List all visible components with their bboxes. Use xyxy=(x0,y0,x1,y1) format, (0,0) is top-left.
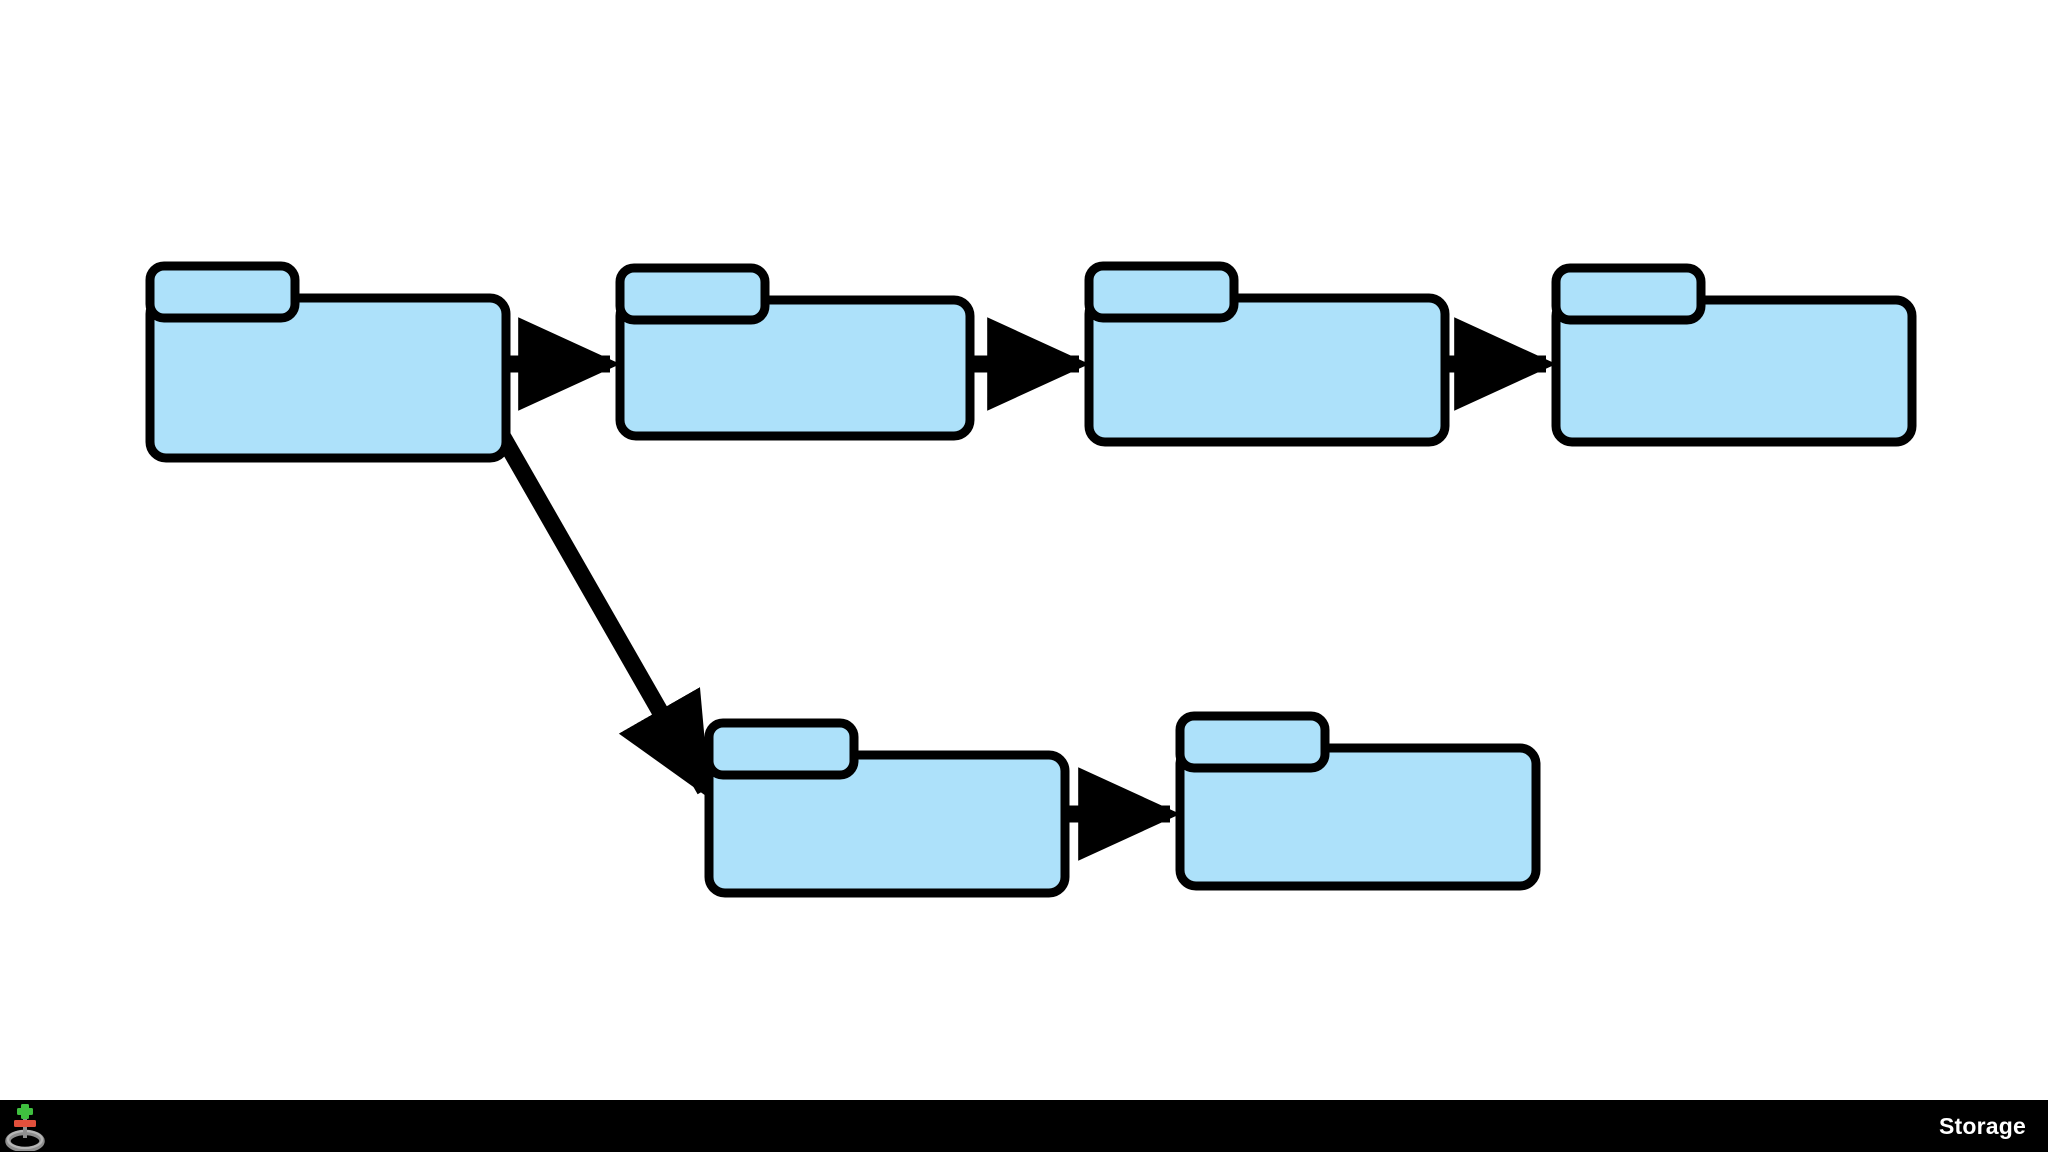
edge-line xyxy=(492,427,713,799)
folder-tab xyxy=(1175,711,1330,773)
diagram-canvas[interactable] xyxy=(0,0,2048,1100)
joystick-stick xyxy=(23,1118,27,1138)
folder-node-3[interactable] xyxy=(1084,261,1450,447)
folder-tab xyxy=(1551,263,1706,325)
taskbar-left-section xyxy=(4,1100,52,1152)
folder-node-1[interactable] xyxy=(145,261,511,463)
folder-body xyxy=(145,293,511,463)
joystick-icon[interactable] xyxy=(4,1101,52,1151)
folder-tab xyxy=(1084,261,1239,323)
edge-layer xyxy=(492,317,1557,861)
folder-tab xyxy=(145,261,300,323)
storage-tray-label[interactable]: Storage xyxy=(1938,1113,2026,1139)
edge-n1-n5[interactable] xyxy=(492,427,713,799)
folder-body xyxy=(1175,743,1541,891)
folder-body xyxy=(1084,293,1450,447)
folder-node-5[interactable] xyxy=(704,718,1070,898)
folder-node-2[interactable] xyxy=(615,263,975,441)
folder-node-4[interactable] xyxy=(1551,263,1917,447)
folder-body xyxy=(615,295,975,441)
taskbar: Storage xyxy=(0,1100,2048,1152)
node-layer xyxy=(145,261,1917,898)
taskbar-right-section: Storage xyxy=(1939,1100,2026,1152)
folder-body xyxy=(1551,295,1917,447)
joystick-red-bar xyxy=(14,1120,36,1127)
folder-node-6[interactable] xyxy=(1175,711,1541,891)
folder-tab xyxy=(704,718,859,780)
joystick-green-plus xyxy=(17,1104,33,1119)
folder-body xyxy=(704,750,1070,898)
folder-tab xyxy=(615,263,770,325)
